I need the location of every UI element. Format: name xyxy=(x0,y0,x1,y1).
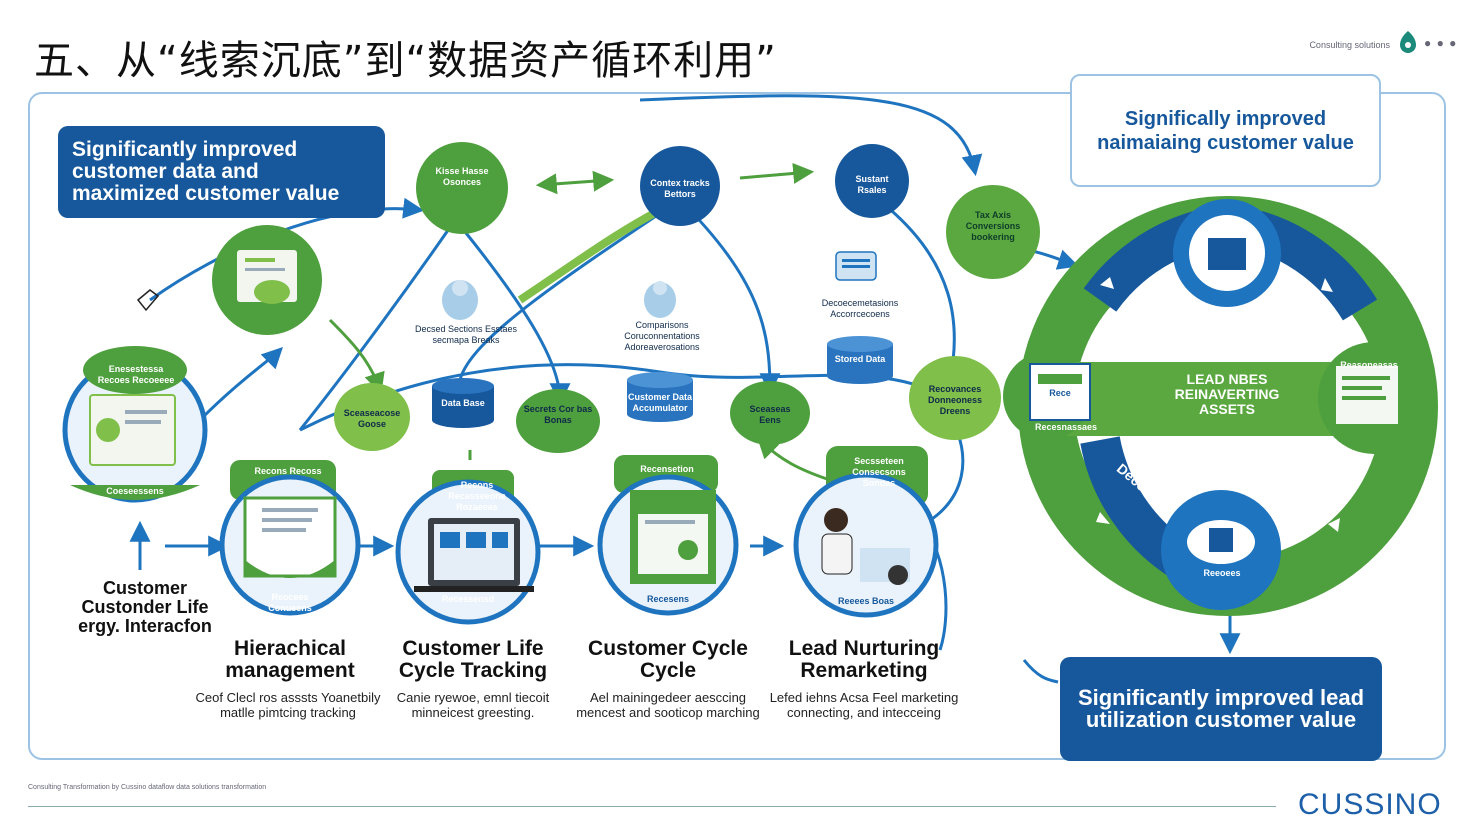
analyst-figure-icon xyxy=(442,280,478,320)
footer-note: Consulting Transformation by Cussino dat… xyxy=(28,784,267,791)
header-mini-brand: Consulting solutions xyxy=(1309,40,1390,50)
menu-dots-icon[interactable]: ● ● ● xyxy=(1424,36,1458,50)
db-mid-label: Customer Data Accumulator xyxy=(628,392,693,413)
bubble-left-label: Enesestessa Recoes Recoeeee xyxy=(97,364,175,385)
pencil-sketch-icon xyxy=(136,289,160,312)
caption-circle-1: Reocees Conueens xyxy=(268,592,312,613)
presenter-figure-icon xyxy=(644,281,676,318)
column-title-3: Customer Cycle Cycle xyxy=(588,637,748,682)
navy-oval-b xyxy=(730,381,810,445)
circle-customer-cycle xyxy=(597,474,739,616)
circle-lifecycle-tracking xyxy=(395,479,541,625)
right-green-node-label: Tax Axis Conversions bookering xyxy=(965,210,1021,242)
footer-divider xyxy=(28,806,1276,807)
wheel-left-node-card: Rece xyxy=(1049,388,1071,398)
navy-oval-b-label: Sceaseas Eens xyxy=(749,404,791,425)
column-title-0: Customer Custonder Life ergy. Interacfon xyxy=(78,578,212,636)
column-desc-2: Canie ryewoe, emnl tiecoit minneicest gr… xyxy=(396,690,550,720)
green-oval-right xyxy=(909,356,1001,440)
wheel-left-node-caption: Recesnassaes xyxy=(1034,422,1098,432)
db-right-label: Stored Data xyxy=(834,354,886,364)
callout-bottom-right: Significantly improved lead utilization … xyxy=(1060,657,1382,761)
wheel-bottom-node-caption: Reeoees xyxy=(1203,568,1241,578)
column-desc-4: Lefed iehns Acsa Feel marketing connecti… xyxy=(769,690,959,720)
database-right-icon xyxy=(827,336,893,384)
top-navy-left-label: Contex tracks Bettors xyxy=(650,178,710,199)
callout-left: Significantly improved customer data and… xyxy=(58,126,385,218)
circle-hierarchical xyxy=(219,474,361,616)
circle-lead-nurturing xyxy=(793,472,939,618)
navy-oval-a xyxy=(516,389,600,453)
right-green-node xyxy=(946,185,1040,279)
database-mid-icon xyxy=(627,372,693,422)
caption-circle-4: Reeees Boas xyxy=(837,596,895,606)
caption-circle-3: Recesens xyxy=(646,594,690,604)
green-oval-left-label: Sceaseacose Goose xyxy=(343,408,401,429)
page-title: 五、从“线索沉底”到“数据资产循环利用” xyxy=(34,38,777,84)
diagram-frame xyxy=(28,92,1446,760)
column-desc-1: Ceof Clecl ros asssts Yoanetbily matlle … xyxy=(195,690,381,720)
top-navy-node-left xyxy=(640,146,720,226)
green-oval-left xyxy=(334,383,410,451)
bubble-2-label: Recons Recasseeone Rozaeeas xyxy=(448,480,506,512)
brand-logo: CUSSINO xyxy=(1298,788,1442,821)
bubble-3-label: Recensetion xyxy=(640,464,694,474)
caption-circle-0: Coeseessens xyxy=(106,486,164,496)
top-navy-node-right xyxy=(835,144,909,218)
bubble-1-label: Recons Recoss xyxy=(254,466,322,476)
bubble-4-label: Secsseteen Consecsons Sonoas xyxy=(852,456,906,488)
caption-circle-2: Recessensd xyxy=(441,594,495,604)
navy-oval-a-label: Secrets Cor bas Bonas xyxy=(523,404,593,425)
database-left-icon xyxy=(432,378,494,428)
top-navy-right-label: Sustant Rsales xyxy=(855,174,889,195)
green-oval-right-label: Recovances Donneoness Dreens xyxy=(927,384,982,416)
column-title-1: Hierachical management xyxy=(225,637,355,682)
leads-wheel xyxy=(1003,196,1438,616)
column-desc-3: Ael mainingedeer aesccing mencest and so… xyxy=(576,690,760,720)
top-green-node xyxy=(416,142,508,234)
flow-right-label: Decoecemetasions Accorrcecoens xyxy=(821,298,899,319)
wheel-right-node-caption: Reasoneasas xyxy=(1340,360,1398,370)
column-title-4: Lead Nurturing Remarketing xyxy=(788,637,940,682)
flow-left-label: Decsed Sections Esstaes secmapa Breaks xyxy=(414,324,518,345)
logo-drop-icon xyxy=(1400,31,1416,53)
column-title-2: Customer Life Cycle Tracking xyxy=(398,637,548,682)
wheel-center-label: LEAD NBES REINAVERTING ASSETS xyxy=(1174,371,1280,417)
db-left-label: Data Base xyxy=(441,398,485,408)
document-stack-icon xyxy=(835,251,877,281)
top-green-node-label: Kisse Hasse Osonces xyxy=(435,166,489,187)
callout-top-right: Significally improved naimaiaing custome… xyxy=(1070,74,1381,187)
flow-mid-label: Comparisons Coruconnentations Adoreavero… xyxy=(624,320,700,352)
